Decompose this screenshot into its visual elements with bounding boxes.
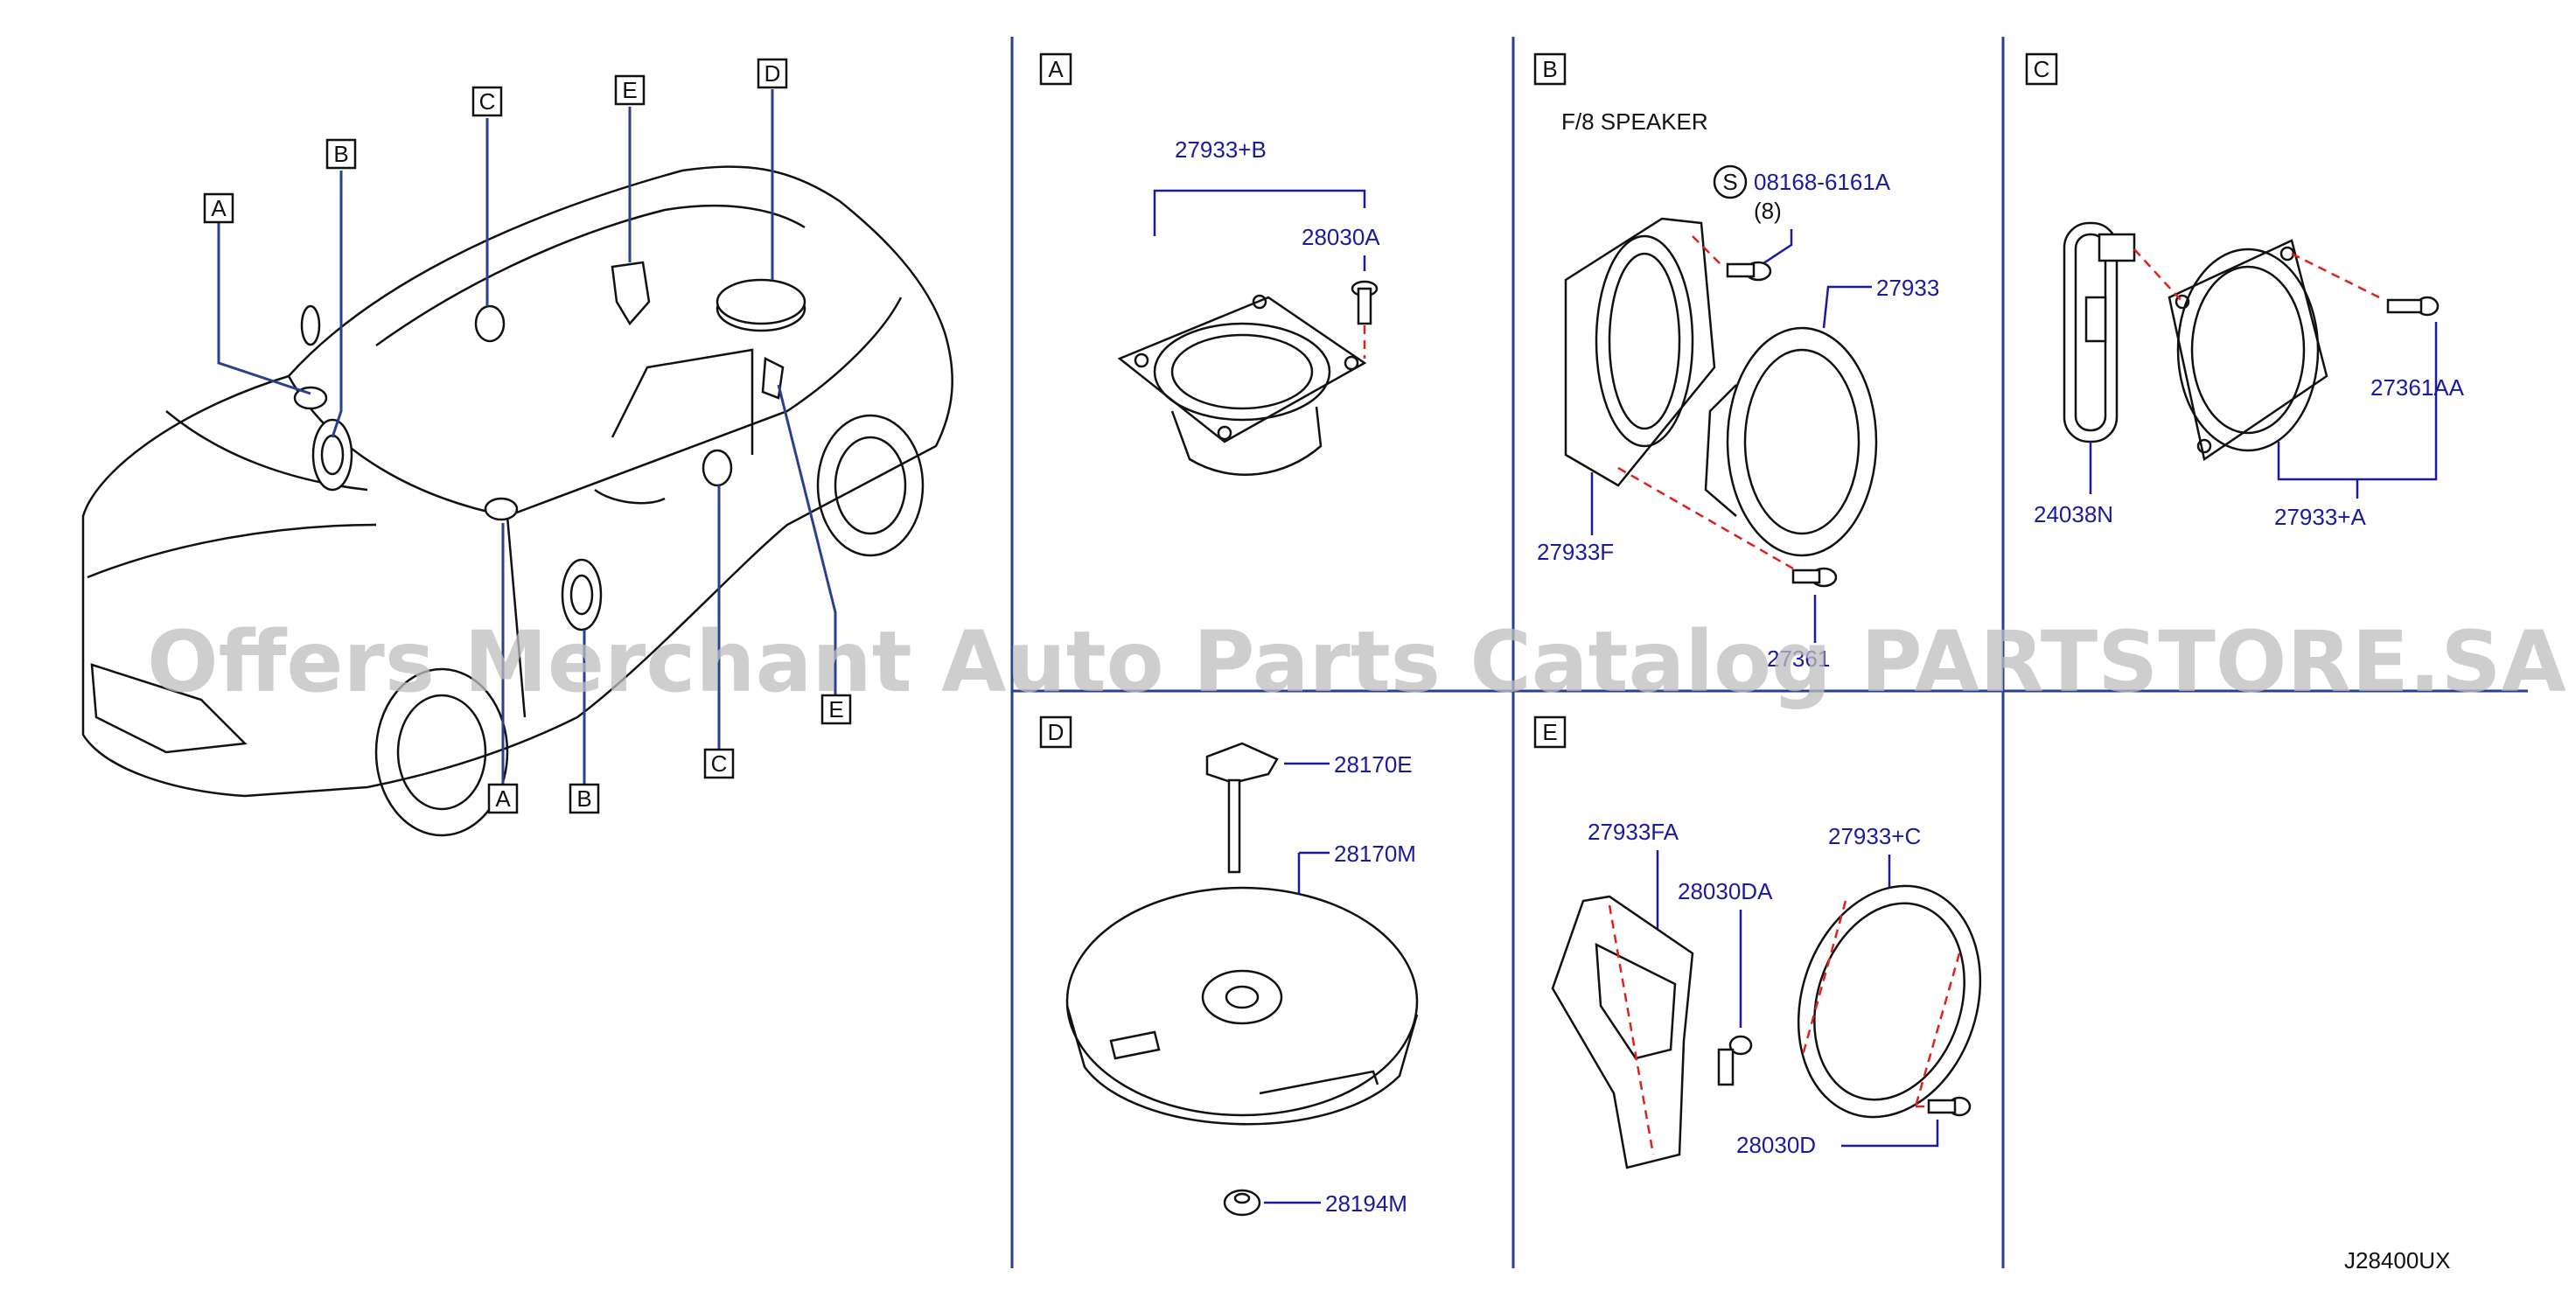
overview-callouts: A B C E D E C B A (203, 58, 852, 814)
speaker-location-a-right (484, 497, 519, 521)
part-28170m: 28170M (1334, 841, 1416, 867)
speaker-27933 (1726, 326, 1878, 557)
speaker-27933-c (1797, 884, 1982, 1119)
part-28030da: 28030DA (1678, 878, 1773, 904)
callout-d: D (764, 60, 781, 87)
diagram-code: J28400UX (2344, 1247, 2450, 1274)
part-27933-plus-a: 27933+A (2274, 504, 2366, 530)
panel-a: A 27933+B 28030A (1039, 52, 1380, 476)
panel-dividers (1010, 37, 2528, 1268)
harness-connector (2098, 233, 2136, 262)
callout-a: A (211, 195, 227, 221)
speaker-location-e-right (761, 357, 785, 400)
speaker-location-c-right (702, 449, 733, 487)
part-27933f: 27933F (1537, 539, 1614, 565)
speaker-location-e-rear (611, 261, 651, 326)
callout-b-lower: B (576, 785, 591, 812)
callout-a-lower: A (495, 785, 511, 812)
subwoofer-28170m (1065, 886, 1419, 1117)
part-08168-6161a: 08168-6161A (1754, 169, 1891, 195)
speaker-location-c-left (474, 304, 506, 343)
panel-d: D 28170E 28170M 28194M (1039, 715, 1419, 1217)
quantity-8: (8) (1754, 198, 1782, 224)
part-24038n: 24038N (2034, 501, 2113, 527)
part-28194m: 28194M (1325, 1190, 1407, 1217)
fastener-symbol: S (1722, 169, 1737, 195)
panel-b-tag: B (1542, 56, 1557, 82)
part-28030a: 28030A (1302, 224, 1380, 250)
knob-28170e (1205, 742, 1279, 785)
panel-c-tag: C (2034, 56, 2050, 82)
panel-e-tag: E (1542, 719, 1557, 745)
panel-d-tag: D (1048, 719, 1065, 745)
screw-28030a (1351, 280, 1379, 325)
watermark: Offers Merchant Auto Parts Catalog PARTS… (147, 613, 2566, 711)
part-27361: 27361 (1767, 646, 1830, 672)
speaker-bracket-27933fa (1551, 895, 1694, 1169)
part-28170e: 28170E (1334, 751, 1413, 778)
callout-e-lower: E (828, 696, 843, 722)
speaker-27933-a (2168, 239, 2328, 462)
panel-a-tag: A (1048, 56, 1064, 82)
part-28030d: 28030D (1736, 1132, 1816, 1158)
speaker-location-a-left (293, 386, 328, 410)
part-27933fa: 27933FA (1588, 819, 1679, 845)
panel-b: B F/8 SPEAKER S 08168-6161A (8) 27933 27… (1533, 52, 1939, 672)
car-overview-illustration: A B C E D E C B A (81, 58, 953, 837)
panel-e: E 27933FA 28030DA 27933+C 28030D (1533, 715, 1982, 1169)
callout-c-lower: C (711, 750, 728, 777)
callout-c: C (479, 88, 496, 115)
callout-e: E (622, 77, 637, 103)
part-27361aa: 27361AA (2370, 374, 2465, 401)
panel-c: C 24038N 27361AA 27933+A (2025, 52, 2465, 530)
part-27933-b: 27933+B (1175, 136, 1267, 163)
panel-b-caption: F/8 SPEAKER (1561, 108, 1708, 135)
callout-b: B (333, 141, 348, 167)
part-27933: 27933 (1876, 275, 1939, 301)
screw-28030da (1728, 1035, 1753, 1056)
part-27933-plus-c: 27933+C (1828, 823, 1921, 849)
